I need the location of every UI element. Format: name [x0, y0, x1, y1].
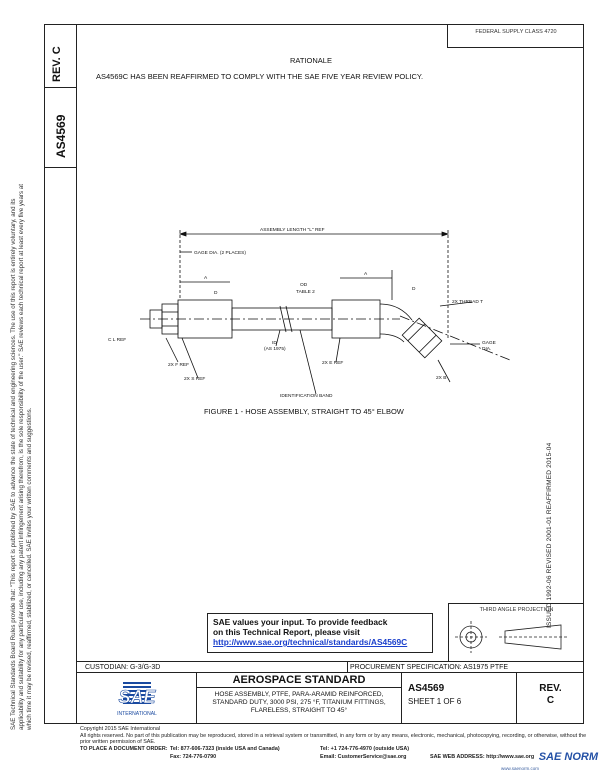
feedback-link[interactable]: http://www.sae.org/technical/standards/A… — [213, 637, 408, 647]
watermark-sub: www.saenorm.com — [501, 766, 540, 771]
left-tube-end — [149, 309, 163, 329]
leader-line — [437, 359, 451, 383]
feedback-line1: SAE values your input. To provide feedba… — [213, 617, 388, 627]
title-block: SAE INTERNATIONAL AEROSPACE STANDARD HOS… — [77, 673, 584, 724]
f-ref-label: 2X F REF — [168, 362, 189, 368]
feedback-box: SAE values your input. To provide feedba… — [207, 613, 433, 653]
sheet-number: SHEET 1 OF 6 — [408, 697, 462, 706]
d2-label: D — [412, 286, 416, 292]
hose-assembly-drawing: ASSEMBLY LENGTH "L" REF GAGE DIA. (2 PLA… — [108, 227, 511, 399]
dim-arrow — [441, 231, 450, 237]
third-angle-title: THIRD ANGLE PROJECTION — [479, 607, 554, 613]
right-socket — [331, 299, 381, 339]
break-line — [279, 305, 287, 333]
side-rev-value: C — [51, 46, 63, 55]
rights-notice: All rights reserved. No part of this pub… — [80, 732, 587, 746]
federal-supply-class: FEDERAL SUPPLY CLASS 4720 — [447, 24, 584, 48]
a2-label: A — [364, 271, 368, 277]
issue-history: ISSUED 1992-06 REVISED 2001-01 REAFFIRME… — [546, 442, 553, 628]
side-legal-text: SAE Technical Standards Board Rules prov… — [10, 184, 33, 730]
left-socket — [177, 299, 233, 339]
logo-sub: INTERNATIONAL — [117, 711, 157, 717]
third-angle-projection: THIRD ANGLE PROJECTION — [448, 603, 584, 661]
cl-label: C L REF — [108, 337, 126, 343]
nut-line — [418, 334, 437, 353]
custodian-row: CUSTODIAN: G-3/G-3D PROCUREMENT SPECIFIC… — [77, 661, 584, 673]
fax: Fax: 724-776-0790 — [170, 754, 217, 760]
doc-number: AS4569 — [408, 683, 445, 694]
s-ref-label: 2X S REF — [184, 376, 205, 382]
break-line — [285, 305, 293, 333]
custodian: CUSTODIAN: G-3/G-3D — [85, 664, 161, 671]
standard-title-cell: AEROSPACE STANDARD HOSE ASSEMBLY, PTFE, … — [197, 673, 402, 724]
ident-band-label: IDENTIFICATION BAND — [280, 393, 333, 399]
rationale-text: AS4569C HAS BEEN REAFFIRMED TO COMPLY WI… — [96, 72, 424, 81]
web-address[interactable]: SAE WEB ADDRESS: http://www.sae.org — [430, 754, 535, 760]
id-label: ID — [272, 340, 277, 346]
leader-line — [165, 337, 179, 363]
b-ref-label: 2X B — [436, 375, 446, 381]
left-rev-box — [44, 24, 77, 88]
table2-label: TABLE 2 — [296, 289, 315, 295]
watermark-logo: SAE NORM — [538, 751, 598, 763]
od-label: OD — [300, 282, 308, 288]
rev-label: REV. — [539, 683, 562, 694]
doc-number-cell: AS4569 SHEET 1 OF 6 — [402, 673, 517, 724]
side-doc-number: AS4569 — [54, 114, 68, 158]
dim-arrow — [178, 231, 187, 237]
projection-symbol-icon — [455, 621, 567, 653]
order-label: TO PLACE A DOCUMENT ORDER: — [80, 746, 168, 752]
leader-line — [335, 337, 341, 363]
logo-text: SAE — [118, 687, 156, 707]
a1-label: A — [204, 275, 208, 281]
e-ref-label: 2X E REF — [322, 360, 343, 366]
d1-label: D — [214, 290, 218, 296]
elbow-inner — [379, 333, 405, 343]
tel-outside: Tel: +1 724-776-4970 (outside USA) — [320, 746, 410, 752]
sae-logo: SAE INTERNATIONAL — [77, 673, 197, 724]
gage-dia-label: GAGE DIA. (2 PLACES) — [194, 250, 246, 256]
standard-heading: AEROSPACE STANDARD — [197, 673, 401, 688]
standard-title: HOSE ASSEMBLY, PTFE, PARA-ARAMID REINFOR… — [212, 691, 386, 714]
figure-caption: FIGURE 1 - HOSE ASSEMBLY, STRAIGHT TO 45… — [204, 407, 404, 416]
side-rev: REV. C — [51, 46, 63, 82]
thread-label: 2X THREAD T — [452, 299, 483, 305]
row-divider — [347, 661, 348, 673]
rev-value: C — [546, 695, 555, 706]
gage-dia-r-label: GAGE — [482, 340, 496, 346]
drawing-sheet-frame — [44, 24, 584, 724]
right-nut — [401, 317, 443, 359]
as1975-label: (AS 1975) — [264, 346, 286, 352]
left-doc-box — [44, 88, 77, 168]
footer: Copyright 2015 SAE International All rig… — [80, 726, 595, 746]
side-rev-label: REV. — [51, 57, 63, 82]
rationale-heading: RATIONALE — [290, 56, 332, 65]
leader-line — [299, 329, 317, 395]
gage-dia-r2-label: DIA. — [482, 346, 491, 352]
elbow-outer — [379, 303, 413, 321]
procurement-spec: PROCUREMENT SPECIFICATION: AS1975 PTFE — [350, 664, 509, 671]
tel-usa: Tel: 877-606-7323 (inside USA and Canada… — [170, 746, 280, 752]
left-strip — [44, 24, 77, 724]
sae-logo-icon: SAE INTERNATIONAL — [117, 682, 157, 717]
leader-line — [275, 329, 281, 347]
feedback-line2: on this Technical Report, please visit — [213, 627, 360, 637]
copyright: Copyright 2015 SAE International — [80, 726, 161, 732]
email[interactable]: Email: CustomerService@sae.org — [320, 754, 407, 760]
leader-line — [181, 337, 199, 379]
leader-line — [439, 301, 473, 307]
elbow-centerline — [399, 315, 511, 361]
revision-cell: REV. C — [517, 673, 584, 724]
nut-line — [407, 323, 426, 342]
assembly-length-label: ASSEMBLY LENGTH "L" REF — [260, 227, 325, 233]
